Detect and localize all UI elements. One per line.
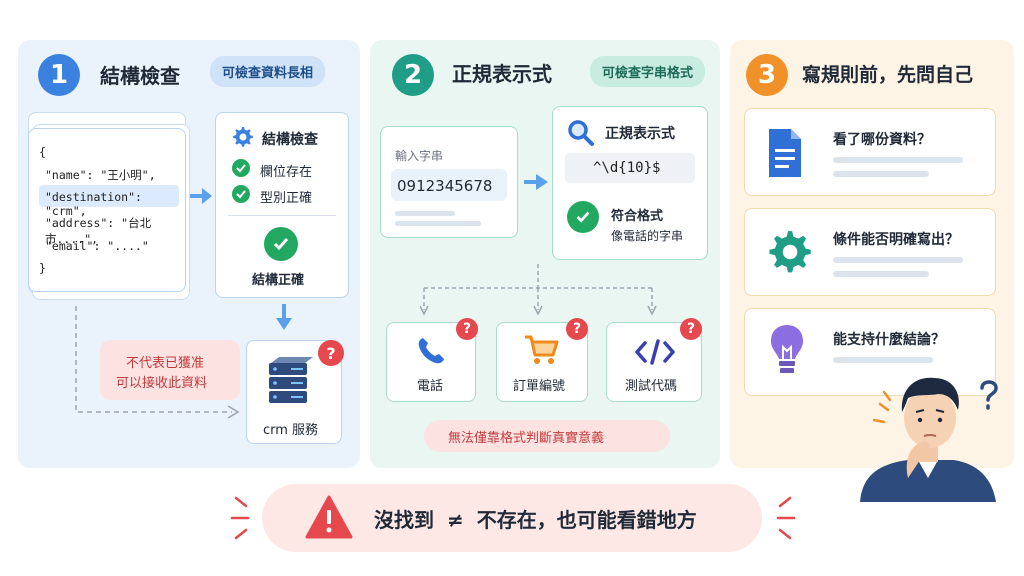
arrow-right-icon [524,174,548,190]
regex-warning-pill: 無法僅靠格式判斷真實意義 [424,420,670,452]
question-card-conclusion: 能支持什麼結論？ [744,308,996,396]
question-3: 能支持什麼結論？ [833,332,945,348]
bottom-banner: 沒找到 ≠ 不存在，也可能看錯地方 [262,484,762,552]
regex-pattern-box [565,153,695,183]
placeholder-line [833,257,963,263]
note-line-1: 不代表已獲准 [126,356,205,371]
server-icon [269,357,313,403]
match-subtitle: 像電話的字串 [611,229,684,243]
step1-title: 結構檢查 [100,64,180,88]
big-check-icon [264,227,298,261]
step-number-3: 3 [746,54,788,96]
alert-burst-icon [230,496,250,540]
lightbulb-icon [771,325,803,373]
warning-note: 不代表已獲准 可以接收此資料 [100,340,240,400]
check-item-type-correct: 型別正確 [260,191,313,206]
check-icon [232,185,250,203]
json-line-name: "name": "王小明", [45,168,156,182]
arrow-right-icon [190,188,212,204]
placeholder-line [395,211,455,216]
bottom-text-part2: 不存在，也可能看錯地方 [476,508,697,532]
question-1: 看了哪份資料？ [833,132,931,148]
server-label: crm 服務 [263,423,319,438]
bottom-message: 沒找到 ≠ 不存在，也可能看錯地方 [374,504,697,533]
placeholder-line [833,357,933,363]
regex-card: 正規表示式 ^\d{10}$ 符合格式 像電話的字串 [552,106,708,260]
placeholder-line [833,271,929,277]
gear-icon [769,231,811,273]
document-icon [769,129,801,177]
option-label-testcode: 測試代碼 [625,379,678,394]
magnifier-icon [568,120,594,146]
regex-pattern: ^\d{10}$ [593,160,661,176]
placeholder-line [833,171,929,177]
structure-check-title: 結構檢查 [262,132,318,148]
check-icon [232,159,250,177]
step2-pill: 可檢查字串格式 [590,56,706,87]
question-card-conditions: 條件能否明確寫出？ [744,208,996,296]
step2-title: 正規表示式 [452,62,552,86]
json-highlight [39,185,179,207]
dashed-connector [75,306,240,419]
arrow-down-icon [276,304,292,330]
code-icon [635,339,675,365]
json-line-destination: "destination": "crm", [45,190,142,218]
question-badge-icon: ? [680,318,702,340]
check-item-field-exists: 欄位存在 [260,165,313,180]
input-value: 0912345678 [397,177,493,195]
structure-check-card: 結構檢查 欄位存在 型別正確 結構正確 [215,112,349,298]
step-number-2: 2 [392,54,434,96]
branch-connector [420,264,657,316]
placeholder-line [833,157,963,163]
question-badge-icon: ? [566,318,588,340]
input-value-box [391,169,507,201]
not-equal-symbol: ≠ [446,508,464,532]
question-badge-icon: ? [318,340,344,366]
regex-title: 正規表示式 [605,126,675,142]
question-card-data: 看了哪份資料？ [744,108,996,196]
divider [228,215,336,216]
json-line-address: "address": "台北市....", [45,216,152,246]
step1-pill: 可檢查資料長相 [210,56,326,87]
json-close-brace: } [39,261,46,275]
step3-title: 寫規則前，先問自己 [802,64,974,86]
alert-burst-icon [776,496,796,540]
input-string-card: 輸入字串 0912345678 [380,126,518,238]
structure-ok-label: 結構正確 [252,273,305,288]
question-badge-icon: ? [456,318,478,340]
question-2: 條件能否明確寫出？ [833,232,959,248]
json-open-brace: { [39,145,46,159]
thinking-person-icon [860,377,998,502]
placeholder-line [395,221,481,226]
bottom-text-part1: 沒找到 [374,508,434,532]
step-number-1: 1 [38,54,80,96]
input-string-label: 輸入字串 [395,149,444,163]
option-label-order: 訂單編號 [513,379,566,394]
gear-icon [233,127,253,147]
note-line-2: 可以接收此資料 [116,376,208,391]
json-card: { "name": "王小明", "destination": "crm", "… [28,128,186,292]
check-icon [567,201,599,233]
phone-icon [418,338,444,364]
option-label-phone: 電話 [417,379,444,394]
warning-triangle-icon [305,495,353,539]
cart-icon [525,335,559,364]
json-line-email: "email": "...." [45,239,149,253]
regex-warning-text: 無法僅靠格式判斷真實意義 [448,431,605,446]
match-title: 符合格式 [611,209,664,224]
